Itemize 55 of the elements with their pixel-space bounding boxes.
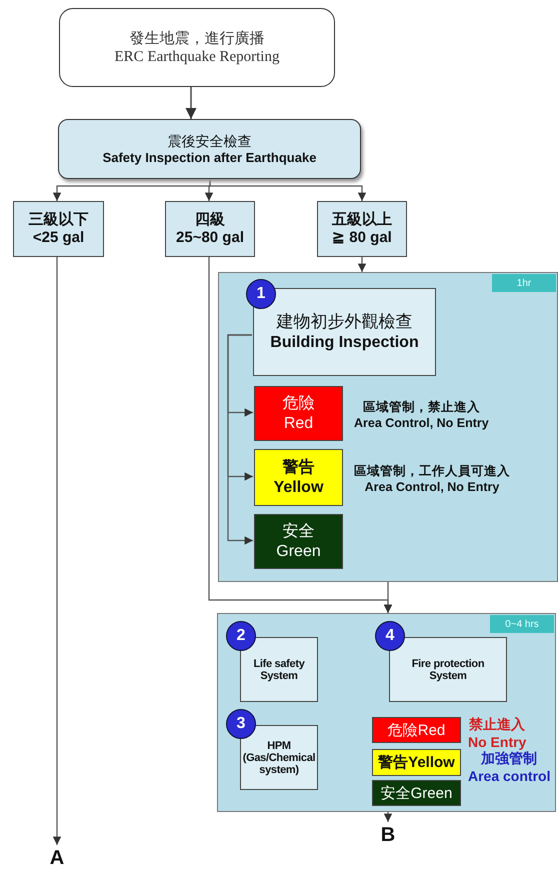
note-text: 加強管制 bbox=[480, 750, 538, 768]
heading-text: 安全 bbox=[282, 522, 314, 542]
note-text: Area control bbox=[468, 767, 550, 786]
start-box bbox=[59, 8, 335, 87]
arrow bbox=[209, 179, 366, 201]
heading-text: 五級以上 bbox=[332, 211, 392, 229]
level-box bbox=[317, 201, 407, 257]
step-badge: 2 bbox=[226, 621, 256, 651]
arrow bbox=[227, 334, 253, 545]
note-text: Area Control, No Entry bbox=[364, 479, 500, 496]
time-tag: 1hr bbox=[492, 274, 556, 292]
step-badge: 4 bbox=[375, 621, 405, 651]
note-text: Area Control, No Entry bbox=[354, 415, 489, 432]
connector-label: A bbox=[42, 845, 72, 871]
heading-text: 四級 bbox=[195, 211, 225, 229]
heading-text: 震後安全檢查 bbox=[168, 132, 252, 150]
heading-text: 警告 bbox=[282, 458, 314, 478]
status-box bbox=[254, 386, 343, 441]
label-text: Green bbox=[276, 542, 321, 561]
label-text: ERC Earthquake Reporting bbox=[114, 48, 280, 66]
label-text: 25~80 gal bbox=[176, 229, 244, 247]
note-text: 禁止進入 bbox=[468, 715, 526, 734]
label-text: Safety Inspection after Earthquake bbox=[102, 150, 316, 166]
note-text: No Entry bbox=[468, 733, 526, 751]
step-badge: 3 bbox=[226, 709, 256, 739]
note-text: 區域管制，工作人員可進入 bbox=[354, 463, 510, 480]
label-text: Building Inspection bbox=[270, 332, 419, 352]
label-text: Yellow bbox=[274, 478, 324, 497]
phase-panel bbox=[217, 613, 556, 812]
label-text: Red bbox=[284, 414, 314, 433]
label-text: <25 gal bbox=[32, 229, 84, 247]
level-box bbox=[13, 201, 104, 257]
heading-text: 三級以下 bbox=[28, 211, 88, 229]
step-badge: 1 bbox=[246, 279, 276, 309]
status-box: 安全Green bbox=[372, 780, 461, 806]
arrow bbox=[52, 257, 62, 845]
arrow bbox=[185, 87, 197, 119]
arrow bbox=[358, 257, 366, 272]
process-box bbox=[58, 119, 361, 179]
phase-panel bbox=[218, 272, 558, 582]
process-box bbox=[253, 288, 436, 376]
status-box bbox=[254, 514, 343, 569]
status-box bbox=[254, 449, 343, 506]
note-text: 區域管制，禁止進入 bbox=[362, 399, 481, 416]
heading-text: 危險 bbox=[282, 394, 314, 414]
level-box bbox=[165, 201, 255, 257]
arrow bbox=[384, 582, 392, 613]
time-tag: 0~4 hrs bbox=[490, 615, 554, 633]
heading-text: 建物初步外觀檢查 bbox=[276, 312, 412, 333]
connector-label: B bbox=[373, 822, 403, 848]
heading-text: 發生地震，進行廣播 bbox=[130, 30, 264, 48]
arrow bbox=[384, 812, 392, 822]
status-box: 危險Red bbox=[372, 717, 461, 743]
label-text: ≧ 80 gal bbox=[332, 229, 392, 247]
status-box: 警告Yellow bbox=[372, 749, 461, 776]
